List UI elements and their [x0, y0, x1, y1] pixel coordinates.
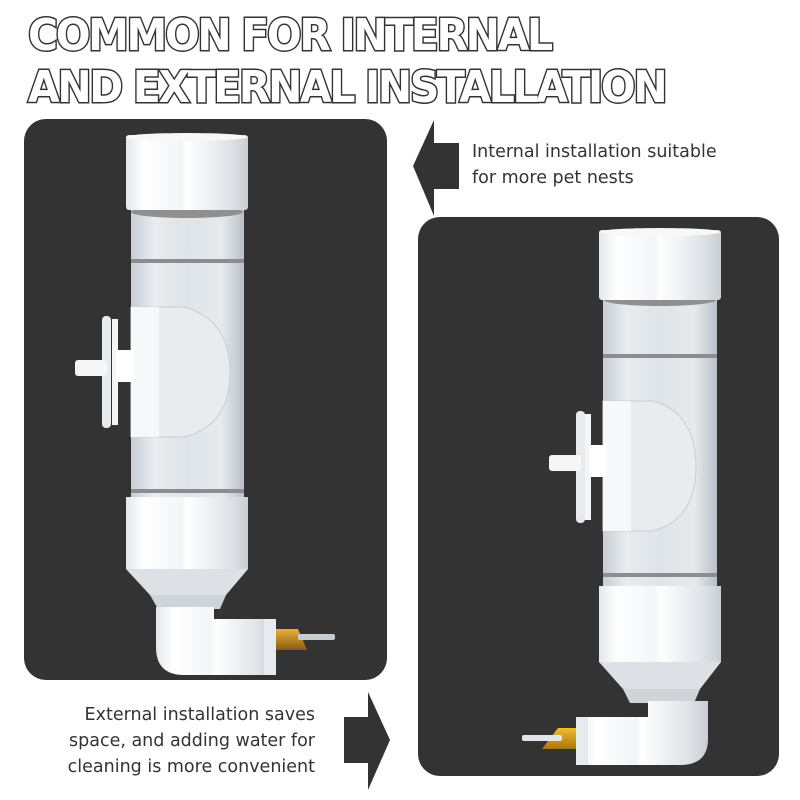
external-caption-line-1: External installation saves — [84, 705, 315, 725]
internal-caption-line-1: Internal installation suitable — [472, 142, 717, 162]
external-installation-caption: External installation saves space, and a… — [68, 702, 315, 780]
external-caption-line-2: space, and adding water for — [69, 731, 315, 751]
arrow-right-icon — [343, 691, 393, 791]
headline-line-1: COMMON FOR INTERNAL — [27, 9, 555, 63]
headline: COMMON FOR INTERNAL AND EXTERNAL INSTALL… — [27, 9, 669, 115]
headline-line-2: AND EXTERNAL INSTALLATION — [27, 61, 669, 115]
water-bottle-internal-illustration — [75, 133, 335, 675]
internal-caption-line-2: for more pet nests — [472, 168, 634, 188]
external-caption-line-3: cleaning is more convenient — [67, 757, 315, 777]
arrow-left-icon — [412, 119, 462, 217]
water-bottle-external-illustration — [522, 228, 721, 765]
internal-installation-image — [24, 119, 387, 680]
internal-installation-caption: Internal installation suitable for more … — [472, 139, 717, 191]
external-installation-image — [418, 217, 779, 776]
